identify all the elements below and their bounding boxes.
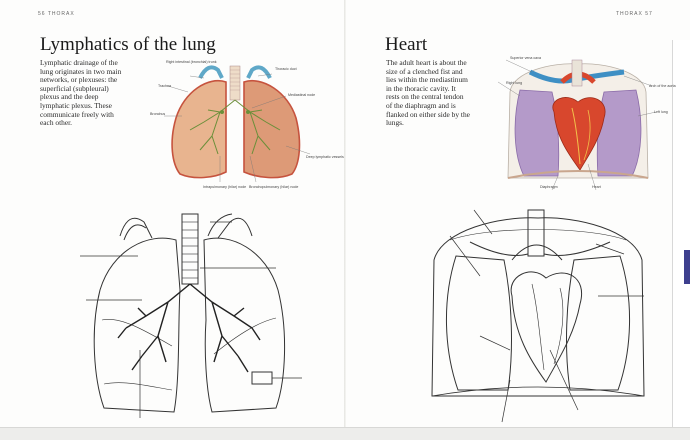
label-right-intestinal-trunk: Right intestinal (bronchial) trunk (166, 60, 217, 64)
label-deep-lymphatic-vessels: Deep lymphatic vessels (306, 155, 344, 159)
page-bottom-edge (0, 427, 690, 440)
label-left-lung: Left lung (654, 110, 668, 114)
right-page-title: Heart (385, 34, 427, 56)
label-intrapulmonary-node: Intrapulmonary (hilar) node (203, 185, 246, 189)
label-thoracic-duct: Thoracic duct (275, 67, 297, 71)
lymphatic-lung-color-illustration (160, 56, 335, 194)
label-mediastinal-node: Mediastinal node (288, 93, 315, 97)
right-page-body: The adult heart is about the size of a c… (386, 59, 470, 128)
label-bronchopulmonary-node: Bronchopulmonary (hilar) node (249, 185, 298, 189)
left-page-title: Lymphatics of the lung (40, 34, 216, 56)
right-running-head: THORAX 57 (616, 11, 653, 17)
label-bronchus: Bronchus (150, 112, 165, 116)
chapter-tab (684, 250, 690, 284)
label-superior-vena-cava: Superior vena cava (510, 56, 541, 60)
label-diaphragm: Diaphragm (540, 185, 558, 189)
next-page-edge (672, 40, 690, 439)
label-heart: Heart (592, 185, 601, 189)
left-running-head: 56 THORAX (38, 11, 75, 17)
label-arch-of-aorta: Arch of the aorta (649, 84, 676, 88)
heart-outline-coloring (420, 200, 660, 425)
label-trachea: Trachea (158, 84, 171, 88)
page-gutter (344, 0, 346, 439)
heart-color-illustration (492, 52, 664, 194)
label-right-lung: Right lung (506, 81, 522, 85)
left-page-body: Lymphatic drainage of the lung originate… (40, 59, 122, 128)
lung-outline-coloring (80, 200, 320, 425)
